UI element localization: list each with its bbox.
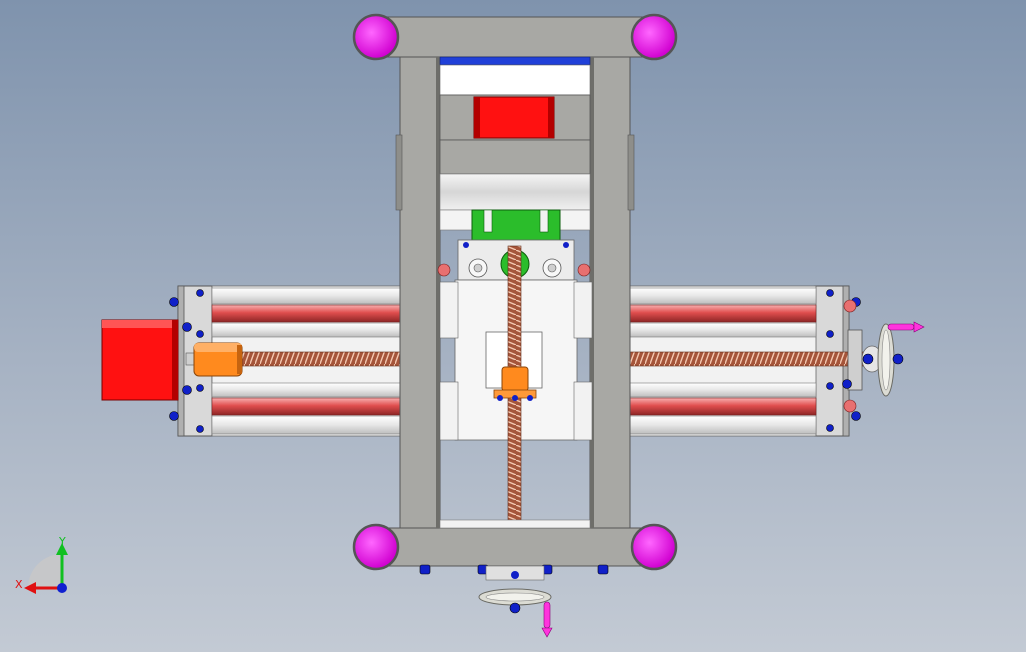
axis-triad-icon: Y X [15,535,68,594]
handwheel-icon[interactable] [877,323,895,397]
y-motor [473,96,555,139]
y-gantry-frame [352,13,678,638]
x-bolts [169,289,861,433]
x-guide-rod-top-left [211,304,403,323]
stepper-motor-icon [101,319,179,401]
y-lead-screw-nut [493,366,537,401]
axis-x-label: X [15,578,23,591]
frame-top-crossbar [375,16,655,58]
handwheel-handle-icon[interactable] [887,321,925,333]
caster-wheel-icon [352,13,678,571]
frame-bottom-crossbar [375,527,655,567]
y-guide-rail [439,173,591,211]
frame-right-side-rail [589,56,631,529]
x-handwheel-assembly [847,321,925,397]
handwheel-handle-icon[interactable] [541,601,553,638]
x-guide-rod-bottom-left [211,397,403,416]
y-handwheel-assembly [478,565,553,638]
x-lead-screw-left [239,351,403,367]
handwheel-icon[interactable] [478,588,552,606]
frame-left-side-rail [399,56,441,529]
x-guide-rod-top-right [627,304,817,323]
x-guide-rod-bottom-right [627,397,817,416]
x-motor-coupler [193,342,243,377]
x-lead-screw-right [627,351,879,367]
x-axis-assembly [101,285,925,437]
axis-y-label: Y [58,535,66,548]
frame-bottom-bolts [419,564,609,575]
